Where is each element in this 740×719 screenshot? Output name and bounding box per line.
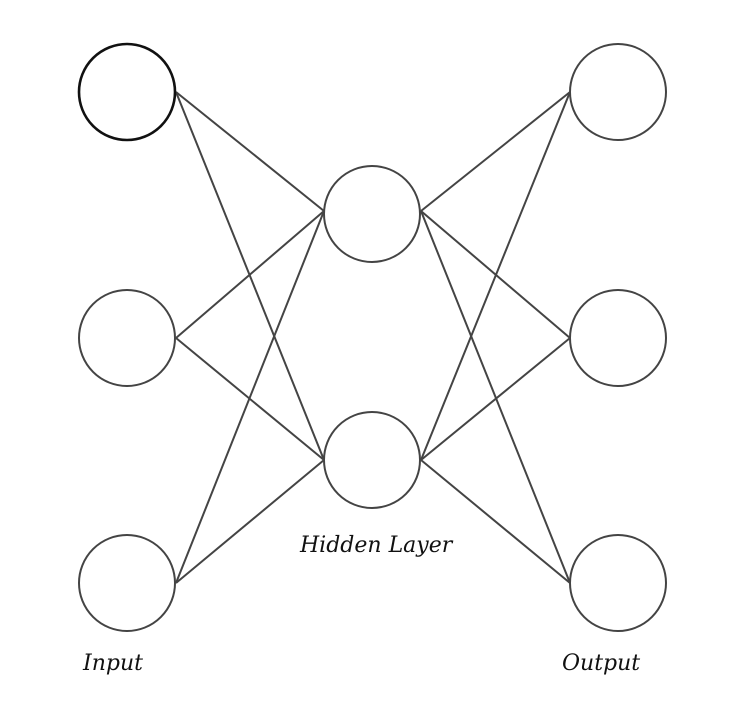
edge-input1-hidden2 [175,91,325,461]
hidden-node-1 [323,165,421,263]
connection-edges [175,91,571,584]
edge-hidden2-output3 [420,459,571,584]
edge-input3-hidden1 [175,210,325,584]
edge-hidden2-output2 [420,337,571,461]
output-layer-label: Output [562,651,640,676]
input-layer-label: Input [82,651,143,676]
edge-input2-hidden1 [175,210,325,339]
input-node-1 [77,42,177,142]
edge-hidden1-output3 [420,210,571,584]
edge-input1-hidden1 [175,91,325,212]
network-nodes [77,42,667,632]
output-node-3 [569,534,667,632]
hidden-node-2 [323,411,421,509]
hidden-layer-label: Hidden Layer [299,533,454,558]
layer-labels: Input Hidden Layer Output [82,533,640,676]
output-node-1 [569,43,667,141]
edge-input3-hidden2 [175,459,325,584]
input-node-3 [78,534,176,632]
edge-hidden2-output1 [420,91,571,461]
edge-hidden1-output1 [420,91,571,212]
output-node-2 [569,289,667,387]
input-node-2 [78,289,176,387]
